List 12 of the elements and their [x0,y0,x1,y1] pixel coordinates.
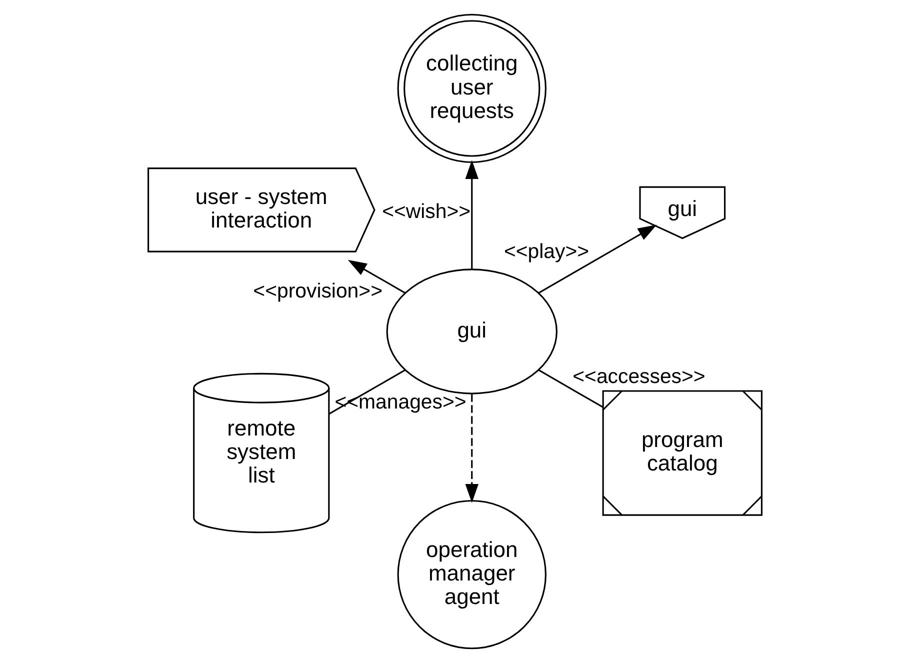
arrow [538,224,657,294]
arrow [465,160,478,269]
edge-label: <<play>> [504,240,590,263]
node-circle: operation manager agent [397,500,546,650]
edge-label: <<accesses>> [572,366,706,388]
edge-label: <<provision>> [253,280,383,302]
edge-label: <<wish>> [382,200,471,223]
node-ellipse: gui [386,268,558,394]
node-circle: collecting user requests [397,14,546,164]
connector [538,369,604,408]
arrow [465,394,478,503]
arrow [348,260,406,294]
